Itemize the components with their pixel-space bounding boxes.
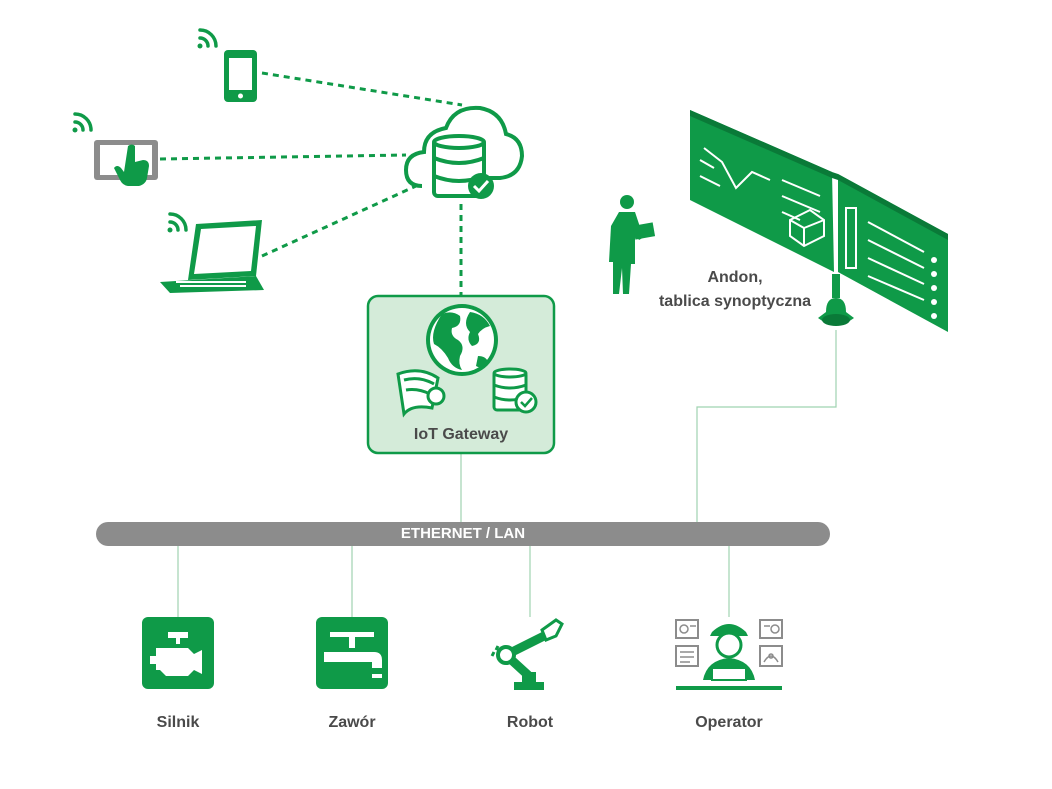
ethernet-label: ETHERNET / LAN [400, 525, 526, 542]
node-label-operator: Operator [695, 714, 763, 731]
laptop-link [261, 184, 417, 258]
wired-links [177, 330, 837, 617]
valve-icon [316, 617, 388, 689]
wifi-icon [167, 212, 188, 233]
tablet-link [159, 153, 407, 161]
node-label-silnik: Silnik [156, 714, 200, 731]
wifi-icon [197, 28, 218, 49]
ethernet-bus [96, 522, 830, 546]
andon-label: Andon, tablica synoptyczna [640, 266, 830, 314]
andon-board-icon [690, 110, 948, 332]
iot-gateway-label: IoT Gateway [413, 426, 509, 443]
laptop-icon [160, 220, 264, 293]
robot-arm-icon [490, 618, 564, 690]
database-check-icon [492, 367, 538, 414]
phone-link [261, 71, 463, 107]
andon-label-line1: Andon, [707, 269, 763, 286]
firewall-icon [396, 369, 446, 418]
operator-icon [675, 619, 783, 690]
andon-bus-link [696, 330, 837, 522]
dashed-wireless-links [159, 71, 463, 296]
wifi-icon [72, 112, 93, 133]
globe-icon [426, 304, 498, 376]
worker-with-tablet-icon [609, 195, 656, 294]
tablet-touch-icon [94, 140, 158, 186]
andon-label-line2: tablica synoptyczna [658, 293, 812, 310]
smartphone-icon [224, 50, 257, 102]
engine-icon [142, 617, 214, 689]
node-label-robot: Robot [506, 714, 554, 731]
cloud-database-icon [403, 105, 525, 199]
node-label-zawor: Zawór [328, 714, 376, 731]
